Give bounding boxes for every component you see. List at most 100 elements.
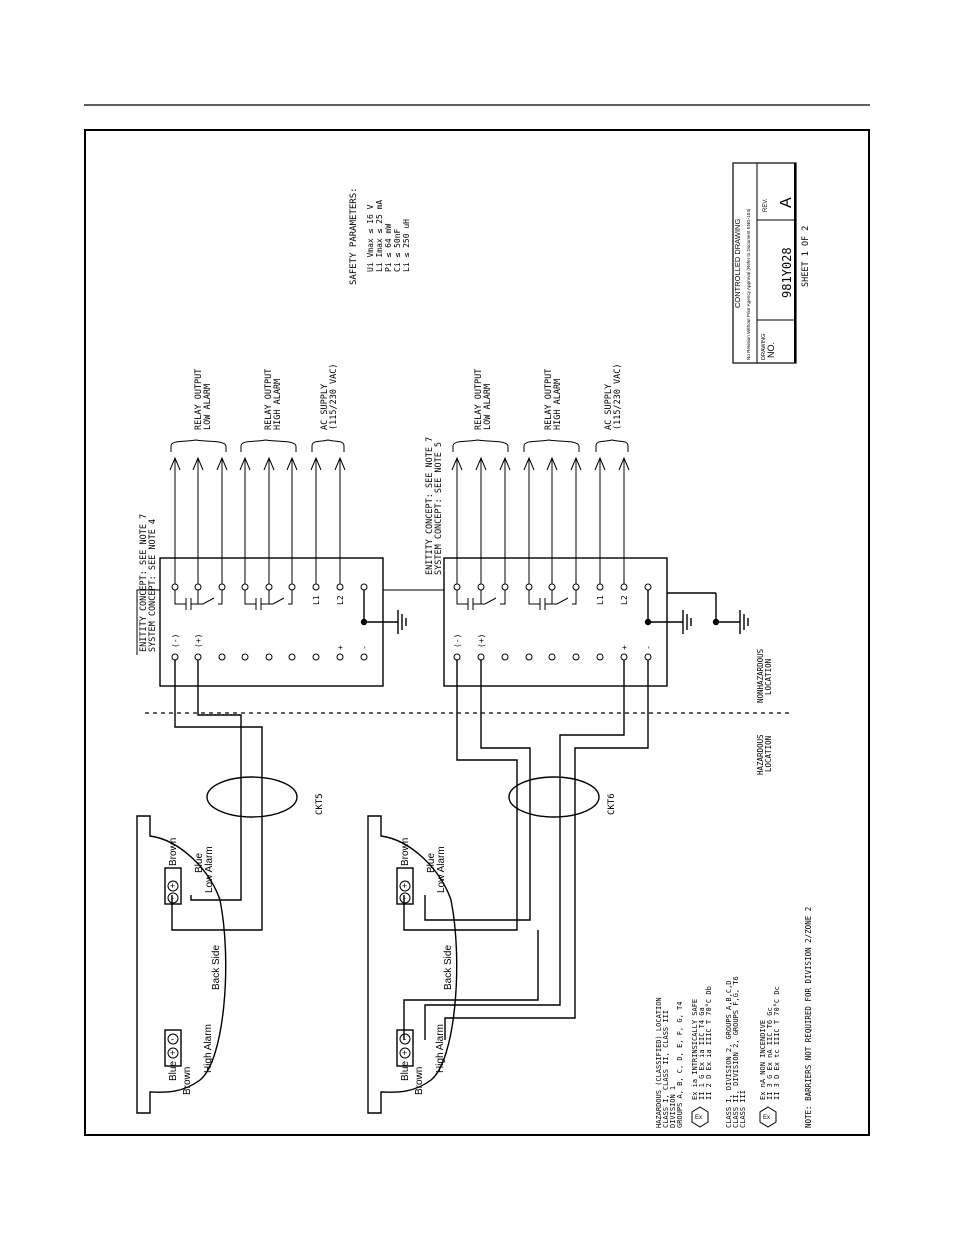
terminal-neg-label: (-) (171, 634, 180, 648)
low-alarm-label: Low Alarm (436, 846, 447, 893)
high-alarm-output-label: RELAY OUTPUT (264, 369, 274, 430)
relay-contacts (174, 590, 293, 610)
low-alarm-output-label: RELAY OUTPUT (194, 369, 204, 430)
output-arrows (451, 439, 630, 584)
intrinsic-line: II 1 G Ex ia IIC T4 Ga (698, 1007, 706, 1100)
intrinsic-line: Ex ia INTRINSICALLY SAFE (691, 999, 699, 1100)
ac-supply-label: (115/230 VAC) (613, 363, 623, 430)
note-leader (136, 589, 160, 655)
brown-wire-label: Brown (168, 838, 179, 866)
safety-line: Pi ≤ 64 mW (384, 224, 393, 272)
cable-label: CKT6 (607, 793, 617, 815)
top-terminal-row (453, 583, 652, 591)
hazardous-label: HAZARDOUS (756, 734, 765, 775)
nonincendive-line: II 3 G Ex nA IIC T6 Gc (766, 1007, 774, 1100)
high-alarm-label: High Alarm (203, 1024, 214, 1073)
terminal-neg-label: (-) (453, 634, 462, 648)
terminal-plus-symbol: + (402, 1048, 407, 1058)
system-concept-note: SYSTEM CONCEPT: SEE NOTE 4 (148, 519, 158, 652)
approval-notes: HAZARDOUS (CLASSIFIED) LOCATION CLASS I,… (655, 907, 813, 1128)
low-alarm-output-label: LOW ALARM (483, 384, 493, 430)
barrier-unit (443, 557, 668, 687)
classified-line: HAZARDOUS (CLASSIFIED) LOCATION (655, 997, 663, 1128)
ac-supply-label: (115/230 VAC) (329, 363, 339, 430)
sensor-housing-2: + - - + Brown Blue Low Alarm Back Side B… (367, 815, 458, 1114)
safety-line: Ci ≤ 50nF (393, 228, 402, 272)
cable-ellipse (206, 776, 298, 818)
safety-line: Li Imax ≤ 25 mA (375, 200, 384, 272)
terminal-l2-label: L2 (620, 595, 629, 605)
ground-symbol (644, 590, 749, 634)
back-side-label: Back Side (211, 945, 222, 990)
entity-concept-note: ENITITY CONCEPT: SEE NOTE 7 (425, 437, 435, 575)
controlled-drawing-label: CONTROLLED DRAWING (733, 219, 742, 308)
drawing-border (84, 129, 870, 1136)
hazardous-label: LOCATION (764, 736, 773, 772)
safety-line: Ui Vmax ≤ 16 V (366, 204, 375, 272)
bottom-terminal-row (453, 653, 652, 661)
svg-text:Ex: Ex (763, 1115, 770, 1121)
terminal-plus-symbol: + (170, 881, 175, 891)
ground-symbol (360, 590, 407, 634)
terminal-plus-symbol: + (170, 1048, 175, 1058)
svg-text:Ex: Ex (695, 1115, 702, 1121)
back-side-label: Back Side (443, 945, 454, 990)
terminal-minus-label: - (644, 645, 653, 650)
revision-note: No Revision Without Prior Agency Approva… (746, 208, 751, 360)
division2-line: CLASS III (739, 1090, 747, 1128)
field-cable (403, 660, 649, 1040)
high-alarm-output-label: HIGH ALARM (553, 379, 563, 430)
output-arrows (169, 439, 346, 584)
classified-line: GROUPS A, B, C, D, E, F, G, T4 (676, 1002, 684, 1128)
terminal-l1-label: L1 (312, 595, 321, 605)
terminal-minus-symbol: - (171, 893, 174, 903)
classified-line: DIVISION 1 (669, 1086, 677, 1128)
drawing-label: DRAWING (761, 334, 767, 360)
barrier-unit (159, 557, 384, 687)
terminal-plus-label: + (336, 645, 345, 650)
intrinsic-line: II 2 D Ex ia IIIC T 70°C Db (705, 986, 713, 1100)
cable-ellipse (508, 776, 600, 818)
non-hazardous-label: LOCATION (764, 659, 773, 695)
blue-wire-label: Blue (400, 1061, 411, 1081)
non-hazardous-label: NONHAZARDOUS (756, 648, 765, 703)
terminal-pos-label: (+) (194, 634, 203, 648)
drawing-number: 981Y028 (780, 247, 794, 298)
system-concept-note: SYSTEM CONCEPT: SEE NOTE 5 (434, 442, 444, 575)
terminal-pos-label: (+) (477, 634, 486, 648)
safety-parameters: SAFETY PARAMETERS: Ui Vmax ≤ 16 V Li Ima… (349, 187, 411, 285)
safety-heading: SAFETY PARAMETERS: (349, 187, 359, 285)
division2-line: CLASS I, DIVISION 2, GROUPS A,B,C,D (725, 980, 733, 1128)
sheet-number: SHEET 1 OF 2 (801, 226, 811, 287)
safety-line: Li ≤ 250 uH (402, 219, 411, 272)
rev-label: REV. (763, 198, 769, 212)
high-alarm-output-label: RELAY OUTPUT (544, 369, 554, 430)
circuit-1: ENITITY CONCEPT: SEE NOTE 7 SYSTEM CONCE… (136, 363, 407, 931)
terminal-minus-label: - (360, 645, 369, 650)
no-label: NO. (766, 342, 776, 358)
ac-supply-label: AC SUPPLY (604, 384, 614, 430)
ex-hexagon-icon: Ex (759, 1106, 777, 1128)
terminal-minus-symbol: - (403, 893, 406, 903)
nonincendive-line: II 3 D Ex tc IIIC T 70°C Dc (773, 986, 781, 1100)
low-alarm-output-label: LOW ALARM (203, 384, 213, 430)
brown-wire-label: Brown (400, 838, 411, 866)
low-alarm-label: Low Alarm (204, 846, 215, 893)
terminal-l2-label: L2 (336, 595, 345, 605)
barrier-note: NOTE: BARRIERS NOT REQUIRED FOR DIVISION… (804, 907, 813, 1128)
high-alarm-output-label: HIGH ALARM (273, 379, 283, 430)
terminal-plus-label: + (620, 645, 629, 650)
cable-label: CKT5 (315, 793, 325, 815)
division2-line: CLASS II, DIVISION 2, GROUPS F,G, T6 (732, 976, 740, 1128)
terminal-l1-label: L1 (596, 595, 605, 605)
blue-wire-label: Blue (194, 853, 205, 873)
blue-wire-label: Blue (168, 1061, 179, 1081)
bottom-terminal-row (171, 653, 368, 661)
terminal-minus-symbol: - (171, 1034, 174, 1044)
classified-line: CLASS I, CLASS II, CLASS III (662, 1010, 670, 1128)
entity-concept-note: ENITITY CONCEPT: SEE NOTE 7 (139, 514, 149, 652)
blue-wire-label: Blue (426, 853, 437, 873)
low-alarm-output-label: RELAY OUTPUT (474, 369, 484, 430)
terminal-minus-symbol: - (403, 1034, 406, 1044)
